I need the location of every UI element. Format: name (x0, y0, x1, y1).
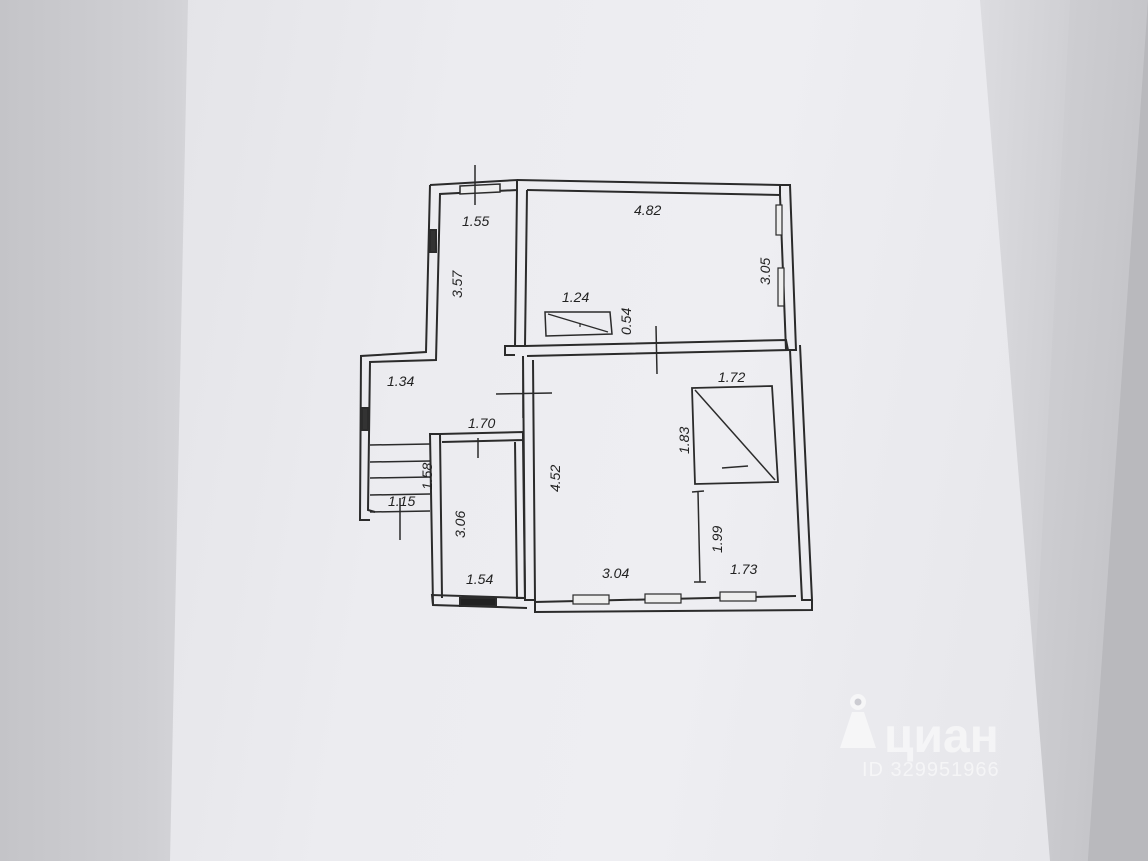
window-room-bottom-3 (719, 591, 757, 602)
dim-corridor-top-width: 1.55 (462, 213, 489, 229)
alcove-dimension-line (691, 490, 706, 583)
dim-room-width: 3.04 (602, 565, 629, 581)
dim-alcove-width: 1.73 (730, 561, 757, 577)
paper-sheet-left (0, 0, 205, 861)
dim-kitchen-width: 4.82 (634, 202, 661, 218)
dim-corridor-length: 3.57 (449, 270, 465, 298)
dim-oven-length: 1.83 (676, 427, 692, 454)
dim-bath-length: 3.06 (452, 511, 468, 538)
dim-stove-depth: 0.54 (618, 308, 634, 335)
watermark-id: ID 329951966 (862, 759, 1000, 781)
dim-bath-width: 1.54 (466, 571, 493, 587)
stove-icon (544, 311, 613, 337)
dim-stair-length: 1.58 (419, 463, 435, 490)
dim-passage-width: 1.70 (468, 415, 495, 431)
dim-room-length: 4.52 (547, 465, 563, 492)
dim-kitchen-depth: 3.05 (757, 258, 773, 285)
watermark: циан ID 329951966 (840, 694, 1000, 781)
paper-sheet-main (170, 0, 1050, 861)
window-kitchen-right-2 (777, 267, 785, 307)
watermark-brand: циан (884, 710, 999, 763)
interior-walls (369, 189, 790, 601)
window-entry-left (361, 407, 369, 431)
cian-logo-icon (840, 694, 876, 748)
window-bath-bottom (459, 597, 497, 607)
dim-stove-width: 1.24 (562, 289, 589, 305)
furnace-icon (691, 385, 779, 485)
dim-stair-width: 1.15 (388, 493, 415, 509)
window-corridor-left (429, 229, 437, 253)
dim-entry-width: 1.34 (387, 373, 414, 389)
window-room-bottom-2 (644, 593, 682, 604)
window-room-bottom-1 (572, 594, 610, 605)
section-ticks (399, 165, 658, 540)
dim-alcove-length: 1.99 (709, 526, 725, 553)
window-top-left (459, 183, 501, 195)
window-kitchen-right-1 (775, 204, 783, 236)
outer-walls (358, 178, 814, 614)
dim-oven-width: 1.72 (718, 369, 745, 385)
